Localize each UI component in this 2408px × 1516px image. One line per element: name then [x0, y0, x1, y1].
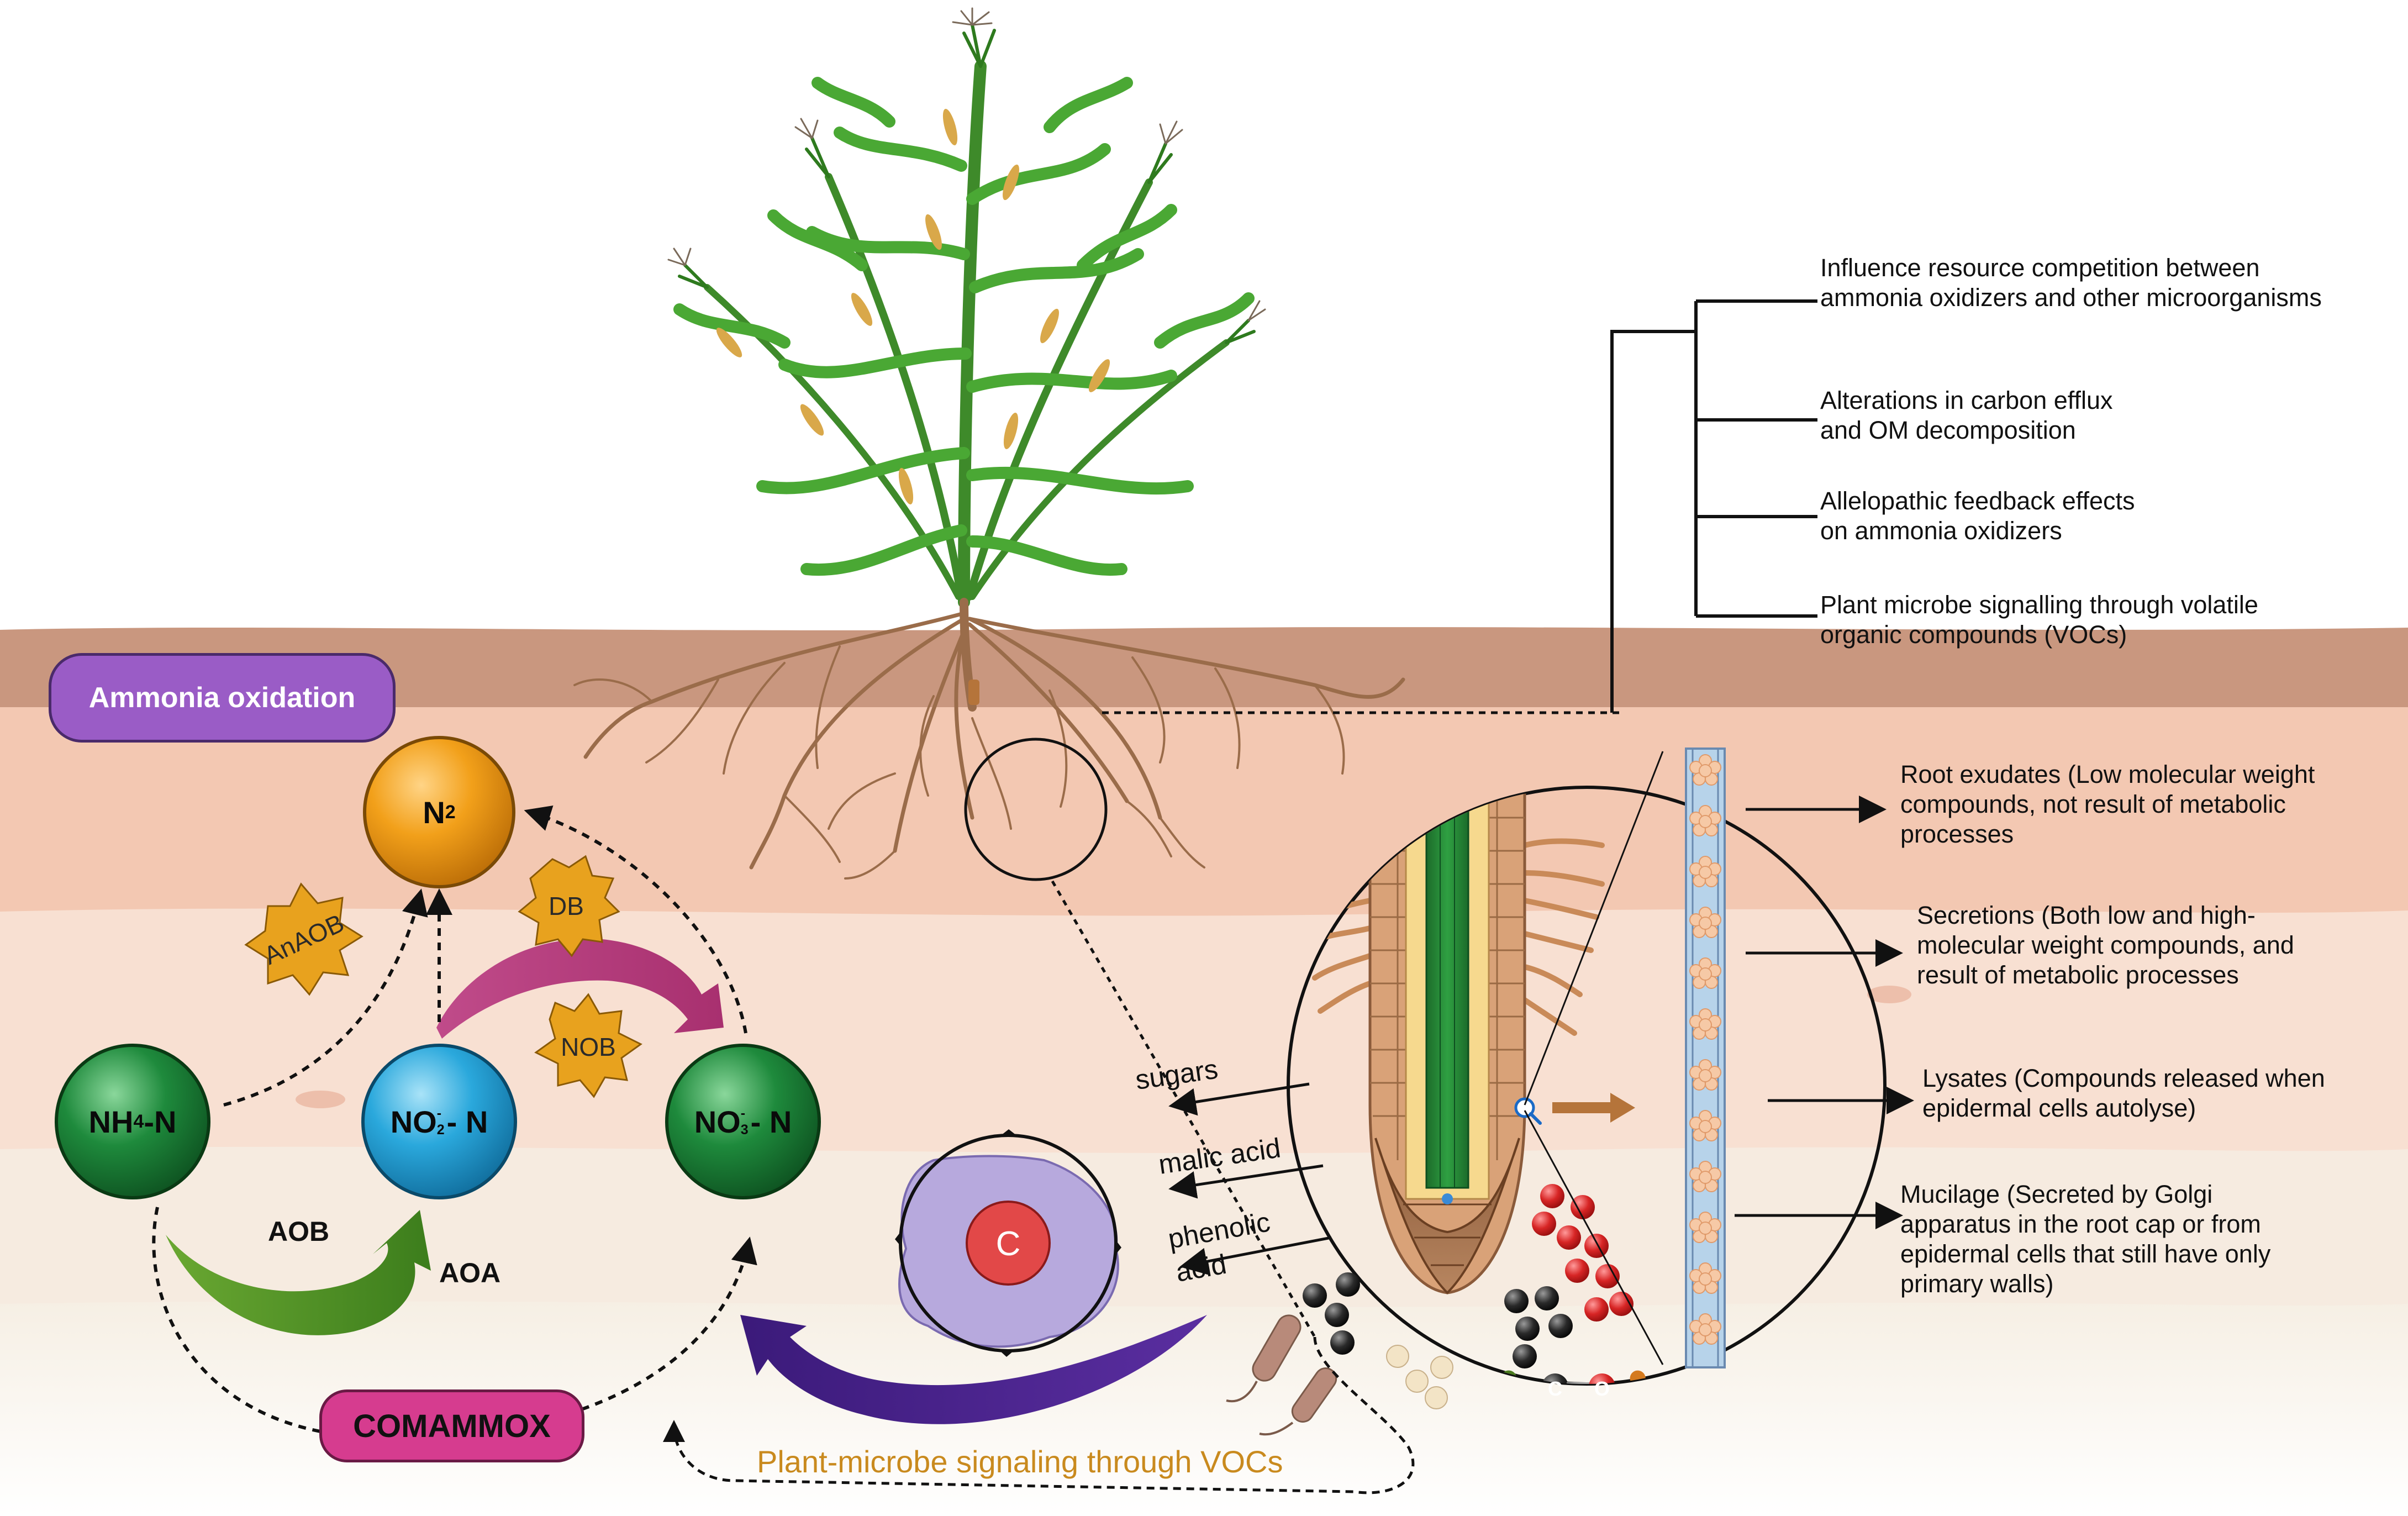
nob-arrow	[436, 939, 724, 1039]
co-carbon-label: C	[1548, 1377, 1562, 1400]
magnifier-icon	[1514, 1097, 1542, 1125]
purple-signal-arrow	[740, 1315, 1207, 1424]
root-zoom-marker	[964, 738, 1108, 881]
carbon-label: C	[996, 1225, 1021, 1263]
no3-ball	[665, 1044, 821, 1199]
comammox-label: COMAMMOX	[353, 1408, 551, 1444]
zoom-line-strip-bottom	[1524, 1110, 1664, 1365]
db-burst	[518, 855, 620, 957]
orange-arrow-icon	[1552, 1093, 1635, 1123]
soil-topsoil-layer	[0, 627, 2408, 713]
ammonia-oxidation-badge: Ammonia oxidation	[49, 653, 396, 743]
no2-label: NO-2 - N	[390, 1104, 488, 1139]
comammox-badge: COMAMMOX	[319, 1389, 584, 1462]
ammonia-oxidation-label: Ammonia oxidation	[88, 682, 356, 714]
exudate-cluster-cell	[1699, 1069, 1712, 1082]
cycle-dashed-arrows	[152, 805, 757, 1440]
soil-bacteria	[1226, 1314, 1337, 1436]
nob-label: NOB	[561, 1033, 616, 1061]
effect-4: Plant microbe signalling through volatil…	[1820, 591, 2258, 649]
exudate-cluster-cell	[1699, 866, 1712, 879]
co-oxygen-label: O	[1594, 1377, 1610, 1400]
exudate-cluster-cell	[1699, 1323, 1712, 1336]
soil-layer-5	[0, 1301, 2408, 1516]
voc-signal-label: Plant-microbe signaling through VOCs	[757, 1444, 1283, 1479]
exudate-cluster-cell	[1699, 1272, 1712, 1286]
exudate-cluster-cell	[1699, 917, 1712, 930]
zoom-line-strip-top	[1524, 751, 1664, 1106]
exudate-cluster-cell	[1699, 764, 1712, 777]
effects-bracket	[1610, 299, 1817, 713]
no3-label: NO-3 - N	[694, 1104, 792, 1139]
db-label: DB	[549, 892, 584, 920]
exudate-pointers	[1735, 796, 1914, 1229]
soil-layer-4	[0, 1146, 2408, 1315]
aoa-label: AOA	[439, 1257, 501, 1288]
n2-ball	[363, 736, 515, 888]
exudate-cluster-cell	[1699, 815, 1712, 828]
exudate-cluster-cell	[1699, 967, 1712, 981]
exudate-cluster-cell	[1699, 1120, 1712, 1133]
exudate-clusters	[1689, 754, 1721, 1345]
nh4-ball	[55, 1044, 210, 1199]
exudate-secretions: Secretions (Both low and high-molecular …	[1917, 901, 2294, 989]
aob-label: AOB	[268, 1216, 330, 1247]
compound-arrows	[1168, 1082, 1332, 1275]
carbon-cycle-icon	[895, 1129, 1121, 1357]
exudate-cluster-cell	[1699, 1222, 1712, 1235]
aob-arrow	[166, 1210, 431, 1335]
plant-icon	[667, 7, 1266, 608]
soil-speck	[1867, 986, 1911, 1003]
exudate-molecules	[1504, 1184, 1634, 1368]
exudate-cluster-cell	[1699, 1171, 1712, 1184]
soil-speck	[296, 1091, 345, 1108]
signal-molecules	[1303, 1272, 1453, 1409]
anaob-burst	[244, 882, 363, 996]
no2-ball	[361, 1044, 517, 1199]
exudate-cluster-cell	[1699, 1018, 1712, 1031]
root-system	[573, 598, 1405, 880]
nob-burst	[534, 993, 642, 1098]
